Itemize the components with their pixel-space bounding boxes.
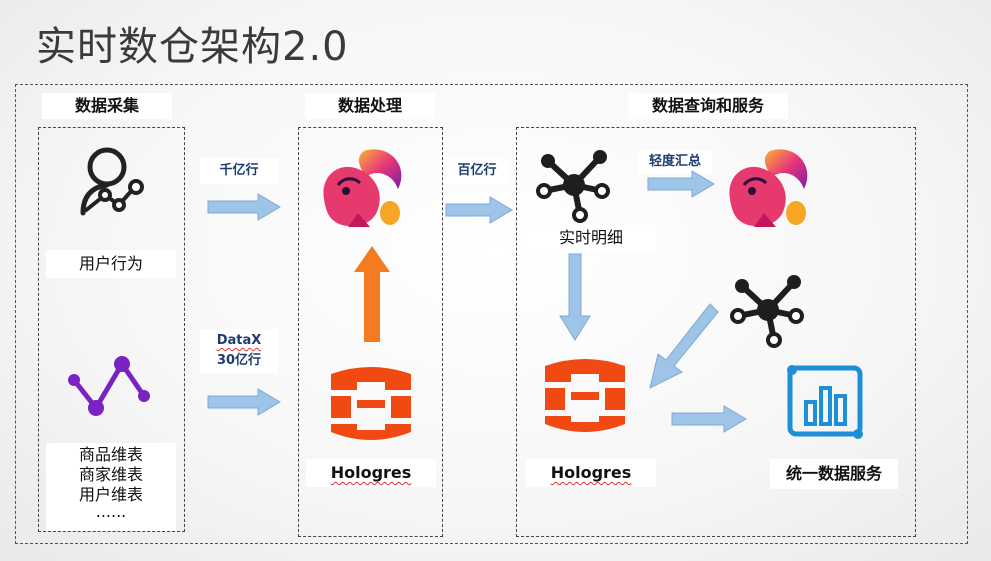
arrow-right-icon bbox=[647, 170, 715, 198]
page-title: 实时数仓架构2.0 bbox=[36, 24, 349, 70]
dimension-trend-icon bbox=[68, 356, 150, 416]
datax-label: DataX bbox=[216, 333, 262, 348]
hologres-db-icon bbox=[545, 359, 625, 432]
list-item: 用户维表 bbox=[78, 485, 143, 504]
unified-data-service-label: 统一数据服务 bbox=[770, 459, 898, 489]
hologres-db-icon bbox=[331, 367, 411, 440]
arrow-right-icon bbox=[671, 405, 747, 433]
query-column bbox=[516, 127, 916, 537]
realtime-detail-label: 实时明细 bbox=[526, 225, 656, 251]
arrow-right-icon bbox=[207, 193, 281, 221]
data-service-chart-icon bbox=[787, 365, 863, 439]
hologres-text: Hologres bbox=[550, 463, 632, 482]
hologres-label-process: Hologres bbox=[306, 459, 436, 487]
process-column bbox=[298, 127, 443, 537]
flow-label-ten-billion: 百亿行 bbox=[446, 158, 508, 184]
section-header-process: 数据处理 bbox=[305, 93, 435, 119]
user-behavior-icon bbox=[80, 147, 144, 216]
section-header-collect: 数据采集 bbox=[42, 93, 172, 119]
flow-label-light-aggregation: 轻度汇总 bbox=[638, 150, 712, 174]
dimension-tables-list: 商品维表 商家维表 用户维表 ...... bbox=[46, 443, 176, 531]
section-header-query: 数据查询和服务 bbox=[628, 93, 788, 119]
flink-squirrel-icon bbox=[729, 149, 808, 227]
hologres-text: Hologres bbox=[330, 463, 412, 482]
user-behavior-label: 用户行为 bbox=[46, 250, 176, 278]
collect-column bbox=[38, 127, 185, 532]
arrow-down-icon bbox=[559, 253, 591, 341]
flow-label-thousand-billion: 千亿行 bbox=[200, 158, 278, 184]
hologres-label-query: Hologres bbox=[526, 459, 656, 487]
arrow-diagonal-icon bbox=[649, 303, 719, 389]
list-item: 商家维表 bbox=[78, 465, 143, 484]
datax-rows-label: 30亿行 bbox=[216, 353, 262, 368]
arrow-up-icon bbox=[354, 246, 390, 342]
message-queue-icon bbox=[536, 150, 610, 223]
arrow-right-icon bbox=[207, 388, 281, 416]
flink-squirrel-icon bbox=[323, 149, 402, 227]
list-item: ...... bbox=[95, 502, 127, 521]
message-queue-icon bbox=[730, 275, 804, 348]
list-item: 商品维表 bbox=[78, 445, 143, 464]
arrow-right-icon bbox=[445, 196, 513, 224]
flow-label-datax: DataX 30亿行 bbox=[200, 329, 278, 373]
architecture-frame bbox=[15, 84, 968, 544]
